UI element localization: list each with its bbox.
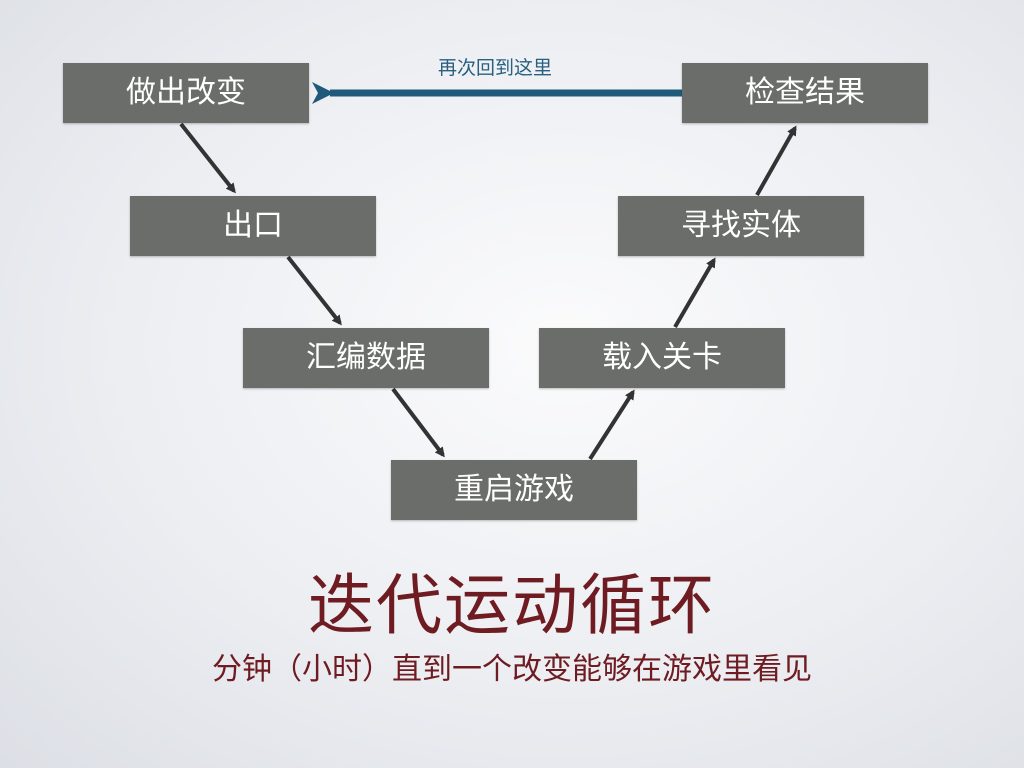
step-load-level: 载入关卡 (539, 328, 785, 388)
arrow-make-change-to-export (179, 122, 236, 194)
loop-back-label: 再次回到这里 (437, 57, 552, 79)
arrow-find-entity-to-check-result (755, 125, 797, 196)
step-compile-data: 汇编数据 (243, 328, 489, 388)
step-check-result: 检查结果 (682, 63, 928, 123)
arrow-export-to-compile (286, 255, 342, 326)
step-find-entity: 寻找实体 (618, 196, 864, 256)
slide-subtitle: 分钟（小时）直到一个改变能够在游戏里看见 (212, 652, 812, 687)
step-restart-game: 重启游戏 (391, 460, 637, 520)
slide-title: 迭代运动循环 (308, 567, 716, 644)
arrow-load-level-to-find-entity (673, 257, 716, 329)
step-make-change: 做出改变 (63, 63, 309, 123)
arrow-restart-to-load-level (588, 389, 635, 461)
step-export: 出口 (130, 196, 376, 256)
arrow-compile-to-restart (391, 387, 445, 458)
